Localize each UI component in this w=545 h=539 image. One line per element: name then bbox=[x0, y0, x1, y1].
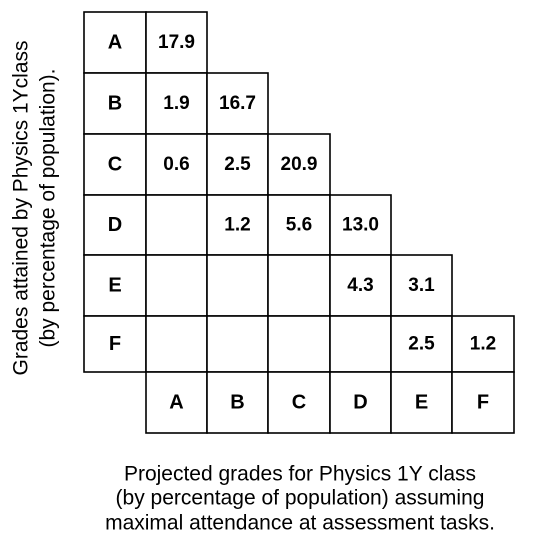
data-value-r2-c1: 2.5 bbox=[224, 154, 251, 175]
col-header-D: D bbox=[353, 392, 367, 414]
col-header-cell-D bbox=[329, 371, 392, 434]
data-cell-r3-c3 bbox=[329, 194, 392, 256]
row-header-C: C bbox=[108, 154, 122, 176]
row-header-cell-B bbox=[83, 72, 147, 135]
data-value-r2-c0: 0.6 bbox=[163, 154, 189, 175]
col-header-cell-A bbox=[145, 371, 208, 434]
data-value-r2-c2: 20.9 bbox=[281, 154, 318, 175]
data-cell-r2-c2 bbox=[267, 133, 331, 196]
data-value-r3-c2: 5.6 bbox=[286, 215, 312, 236]
row-header-cell-F bbox=[83, 315, 147, 373]
data-value-r4-c4: 3.1 bbox=[408, 275, 435, 296]
data-cell-r5-c1 bbox=[206, 315, 269, 373]
row-header-F: F bbox=[109, 333, 121, 355]
col-header-cell-B bbox=[206, 371, 269, 434]
row-header-B: B bbox=[108, 93, 122, 115]
data-value-r5-c4: 2.5 bbox=[408, 334, 435, 355]
col-header-F: F bbox=[477, 392, 489, 414]
col-header-E: E bbox=[415, 392, 428, 414]
data-cell-r4-c0 bbox=[145, 254, 208, 317]
col-header-B: B bbox=[230, 392, 244, 414]
data-cell-r2-c0 bbox=[145, 133, 208, 196]
data-cell-r3-c1 bbox=[206, 194, 269, 256]
x-axis-label-line-2: (by percentage of population) assuming bbox=[116, 487, 485, 510]
data-cell-r4-c4 bbox=[390, 254, 453, 317]
col-header-cell-F bbox=[451, 371, 515, 434]
table-cells bbox=[83, 11, 515, 434]
x-axis-label-line-1: Projected grades for Physics 1Y class bbox=[124, 463, 476, 486]
data-cell-r1-c0 bbox=[145, 72, 208, 135]
data-cell-r4-c3 bbox=[329, 254, 392, 317]
y-axis-label: Grades attained by Physics 1Yclass(by pe… bbox=[10, 41, 60, 376]
y-axis-label-line-1: Grades attained by Physics 1Yclass bbox=[10, 41, 33, 376]
row-header-D: D bbox=[108, 214, 122, 236]
row-header-E: E bbox=[108, 275, 121, 297]
x-axis-label-line-3: maximal attendance at assessment tasks. bbox=[105, 512, 495, 535]
row-header-cell-A bbox=[83, 11, 147, 74]
data-value-r1-c0: 1.9 bbox=[163, 93, 189, 114]
y-axis-label-line-2: (by percentage of population). bbox=[37, 68, 60, 347]
data-cell-r5-c5 bbox=[451, 315, 515, 373]
row-header-A: A bbox=[108, 32, 122, 54]
x-axis-label: Projected grades for Physics 1Y class(by… bbox=[105, 463, 495, 535]
data-cell-r4-c2 bbox=[267, 254, 331, 317]
data-value-r5-c5: 1.2 bbox=[470, 334, 496, 355]
col-header-C: C bbox=[292, 392, 306, 414]
data-value-r4-c3: 4.3 bbox=[347, 275, 373, 296]
data-value-r3-c3: 13.0 bbox=[342, 215, 379, 236]
data-cell-r3-c0 bbox=[145, 194, 208, 256]
data-value-r3-c1: 1.2 bbox=[224, 215, 250, 236]
data-cell-r4-c1 bbox=[206, 254, 269, 317]
data-cell-r5-c2 bbox=[267, 315, 331, 373]
data-value-r1-c1: 16.7 bbox=[219, 93, 256, 114]
col-header-A: A bbox=[169, 392, 183, 414]
data-cell-r5-c0 bbox=[145, 315, 208, 373]
table-labels: A B C D E F 17.9 1.9 16.7 0.6 2.5 20.9 1.2 5.6 13.0 4.3… bbox=[108, 32, 496, 414]
data-cell-r5-c3 bbox=[329, 315, 392, 373]
data-value-r0-c0: 17.9 bbox=[158, 32, 195, 53]
